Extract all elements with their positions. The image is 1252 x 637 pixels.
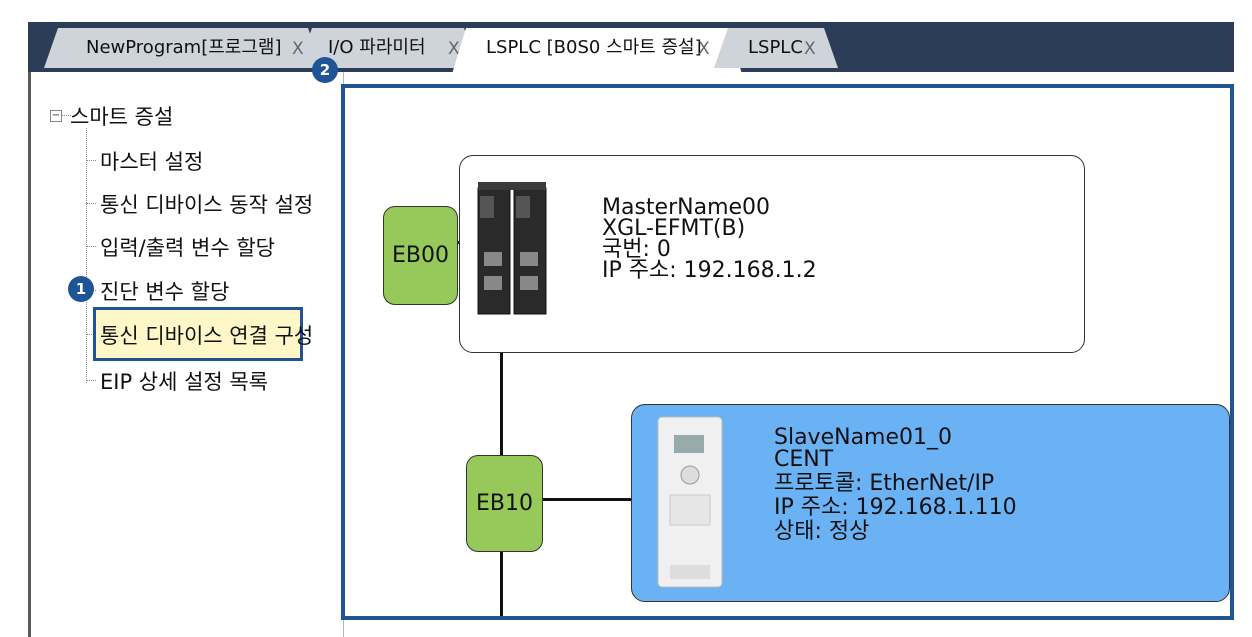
link-line [541,498,631,501]
slave-protocol: 프로토콜: EtherNet/IP [774,471,995,496]
tree-connector [86,246,96,247]
tab-newprogram[interactable]: NewProgram[프로그램] X [44,28,322,68]
master-model: XGL-EFMT(B) [602,216,746,241]
tree-connector [86,203,96,204]
close-icon[interactable]: X [698,39,710,59]
tree-item-io-variable[interactable]: 입력/출력 변수 할당 [100,236,275,260]
tree-connector [86,380,96,381]
slave-status: 상태: 정상 [774,519,870,544]
slave-name: SlaveName01_0 [774,425,953,450]
tree-connector [86,160,96,161]
tree-item-diagnostic-variable[interactable]: 진단 변수 할당 [100,280,230,304]
callout-badge-1: 1 [68,276,94,302]
tab-label: LSPLC [B0S0 스마트 증설] [486,37,702,58]
plc-module-image [476,182,548,318]
tab-lsplc-smart-expansion[interactable]: LSPLC [B0S0 스마트 증설] X [452,28,742,72]
tab-lsplc[interactable]: LSPLC X [714,28,838,68]
tree-root-smart-expansion[interactable]: 스마트 증설 [70,105,174,129]
slave-device-card[interactable]: SlaveName01_0 CENT 프로토콜: EtherNet/IP IP … [631,404,1230,602]
tab-label: NewProgram[프로그램] [86,37,282,58]
tree-item-master-settings[interactable]: 마스터 설정 [100,150,204,174]
close-icon[interactable]: X [804,39,816,59]
slave-ip: IP 주소: 192.168.1.110 [774,495,1017,520]
inverter-image [656,415,724,589]
master-station: 국번: 0 [602,237,671,262]
tree-connector [86,128,87,383]
selection-highlight [93,307,303,361]
master-name: MasterName00 [602,195,771,220]
tree-item-device-operation[interactable]: 통신 디바이스 동작 설정 [100,193,314,217]
callout-badge-2: 2 [312,57,338,83]
collapse-toggle[interactable]: − [50,110,62,122]
tab-label: LSPLC [748,37,803,58]
close-icon[interactable]: X [292,39,304,59]
tree-connector [86,334,94,335]
master-ip: IP 주소: 192.168.1.2 [602,258,817,283]
node-eb10[interactable]: EB10 [466,455,543,552]
tree-connector [61,115,71,116]
slave-model: CENT [774,447,834,472]
tab-bar: NewProgram[프로그램] X I/O 파라미터 X LSPLC [B0S… [28,22,1234,72]
tree-item-eip-detail-list[interactable]: EIP 상세 설정 목록 [100,370,269,394]
close-icon[interactable]: X [448,39,460,59]
tree-item-device-connection[interactable]: 통신 디바이스 연결 구성 [100,324,314,348]
master-device-card[interactable]: MasterName00 XGL-EFMT(B) 국번: 0 IP 주소: 19… [459,155,1085,353]
network-diagram: EB00 MasterName00 XGL-EFMT(B) 국번: 0 IP 주… [341,84,1234,620]
node-eb00[interactable]: EB00 [383,206,458,305]
tab-label: I/O 파라미터 [328,37,426,58]
